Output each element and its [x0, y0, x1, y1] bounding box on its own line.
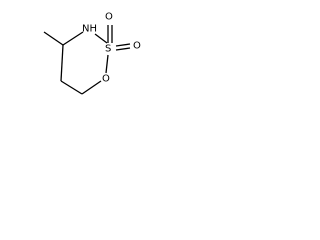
atom-label-o-ring: O — [102, 74, 110, 85]
atom-label-s: S — [105, 44, 111, 55]
bond-s-o-right-a — [115, 43, 131, 47]
atom-label-o-right: O — [133, 41, 141, 52]
atom-label-nh: NH — [82, 24, 97, 35]
bond-c4-n3 — [62, 31, 84, 46]
bond-s-o-right-b — [115, 47, 131, 51]
atom-label-o-top: O — [105, 12, 113, 23]
bond-c6-c5 — [60, 80, 83, 95]
molecule-structure: NH S O O O — [43, 12, 141, 95]
bond-c5-c4 — [60, 44, 64, 82]
bond-s2-o1 — [105, 54, 109, 74]
bond-o1-c6 — [81, 80, 102, 95]
bond-n3-s2 — [94, 33, 108, 44]
bond-c4-methyl — [43, 31, 64, 46]
